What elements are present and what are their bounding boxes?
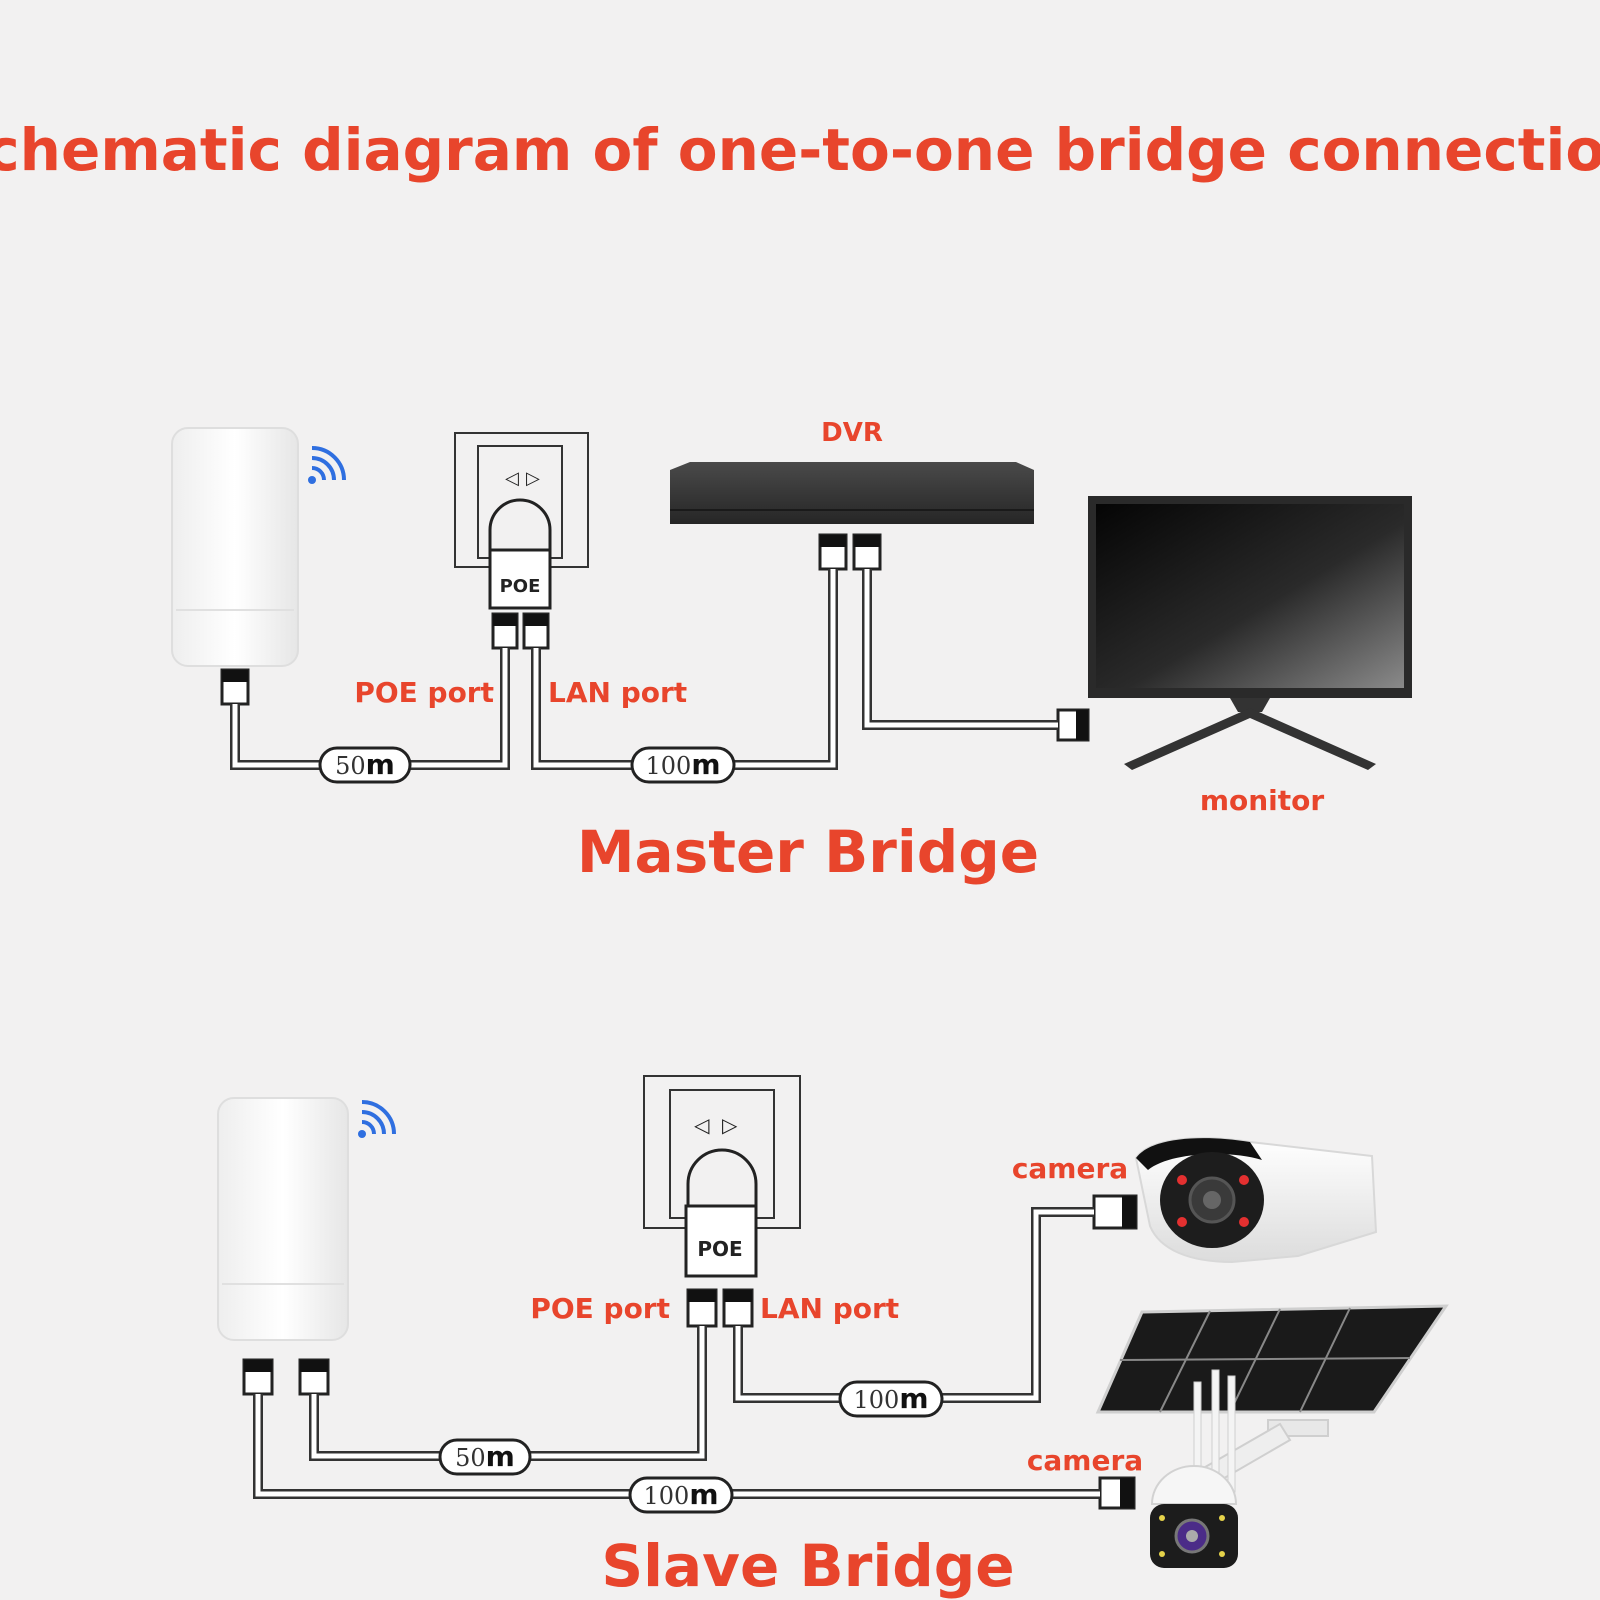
camera2-label: camera	[1027, 1444, 1143, 1477]
master-wifi-icon	[308, 446, 346, 484]
master-lan-port-label: LAN port	[548, 676, 687, 709]
svg-text:◁: ◁	[693, 1113, 710, 1137]
dvr-label: DVR	[821, 418, 883, 448]
master-poe-port-label: POE port	[354, 676, 494, 709]
master-heading: Master Bridge	[577, 818, 1039, 886]
master-cable-100-unit: m	[691, 748, 720, 781]
solar-ptz-camera-device	[1095, 1304, 1449, 1568]
slave-heading: Slave Bridge	[601, 1532, 1014, 1600]
camera1-label: camera	[1012, 1152, 1128, 1185]
slave-poe-text: POE	[697, 1237, 742, 1261]
master-section: ◁ ▷ POE DVR	[171, 418, 1412, 886]
bullet-camera-device	[1092, 1137, 1378, 1264]
slave-cable-length-badge-100-camera1: 100m	[838, 1380, 944, 1418]
slave-cable-bridge-camera-number: 100	[644, 1482, 690, 1510]
slave-cable-50-number: 50	[455, 1444, 486, 1472]
svg-text:50m: 50m	[455, 1440, 515, 1473]
slave-cable-length-badge-50: 50m	[438, 1438, 532, 1476]
master-bridge-device	[171, 427, 299, 706]
master-cable-50-number: 50	[335, 752, 366, 780]
slave-wifi-icon	[358, 1100, 396, 1138]
svg-text:100m: 100m	[644, 1478, 719, 1511]
svg-text:100m: 100m	[646, 748, 721, 781]
slave-bridge-device	[217, 1097, 349, 1396]
slave-lan-port-label: LAN port	[760, 1292, 899, 1325]
monitor-device	[1056, 496, 1412, 770]
slave-cable-bridge-camera-unit: m	[689, 1478, 718, 1511]
svg-text:▷: ▷	[526, 468, 540, 489]
page-title: Schematic diagram of one-to-one bridge c…	[0, 116, 1600, 184]
slave-cables	[253, 1207, 1100, 1499]
slave-cable-50-unit: m	[486, 1440, 515, 1473]
master-cables	[230, 569, 1058, 770]
svg-text:50m: 50m	[335, 748, 395, 781]
slave-cable-length-badge-100-camera2: 100m	[628, 1476, 734, 1514]
slave-section: ◁ ▷ POE camera	[217, 1075, 1449, 1600]
slave-cable-lan-camera-unit: m	[899, 1382, 928, 1415]
slave-poe-port-label: POE port	[530, 1292, 670, 1325]
slave-poe-adapter: ◁ ▷ POE	[643, 1075, 801, 1328]
master-cable-length-badge-100: 100m	[630, 746, 736, 784]
master-cable-50-unit: m	[366, 748, 395, 781]
svg-text:100m: 100m	[854, 1382, 929, 1415]
master-poe-adapter: ◁ ▷ POE	[454, 432, 589, 650]
monitor-label: monitor	[1200, 784, 1325, 817]
svg-text:▷: ▷	[722, 1113, 738, 1137]
slave-cable-lan-camera-number: 100	[854, 1386, 900, 1414]
master-cable-100-number: 100	[646, 752, 692, 780]
master-cable-length-badge-50: 50m	[318, 746, 412, 784]
master-poe-text: POE	[500, 576, 541, 597]
svg-text:◁: ◁	[505, 468, 519, 489]
dvr-device	[670, 462, 1034, 571]
